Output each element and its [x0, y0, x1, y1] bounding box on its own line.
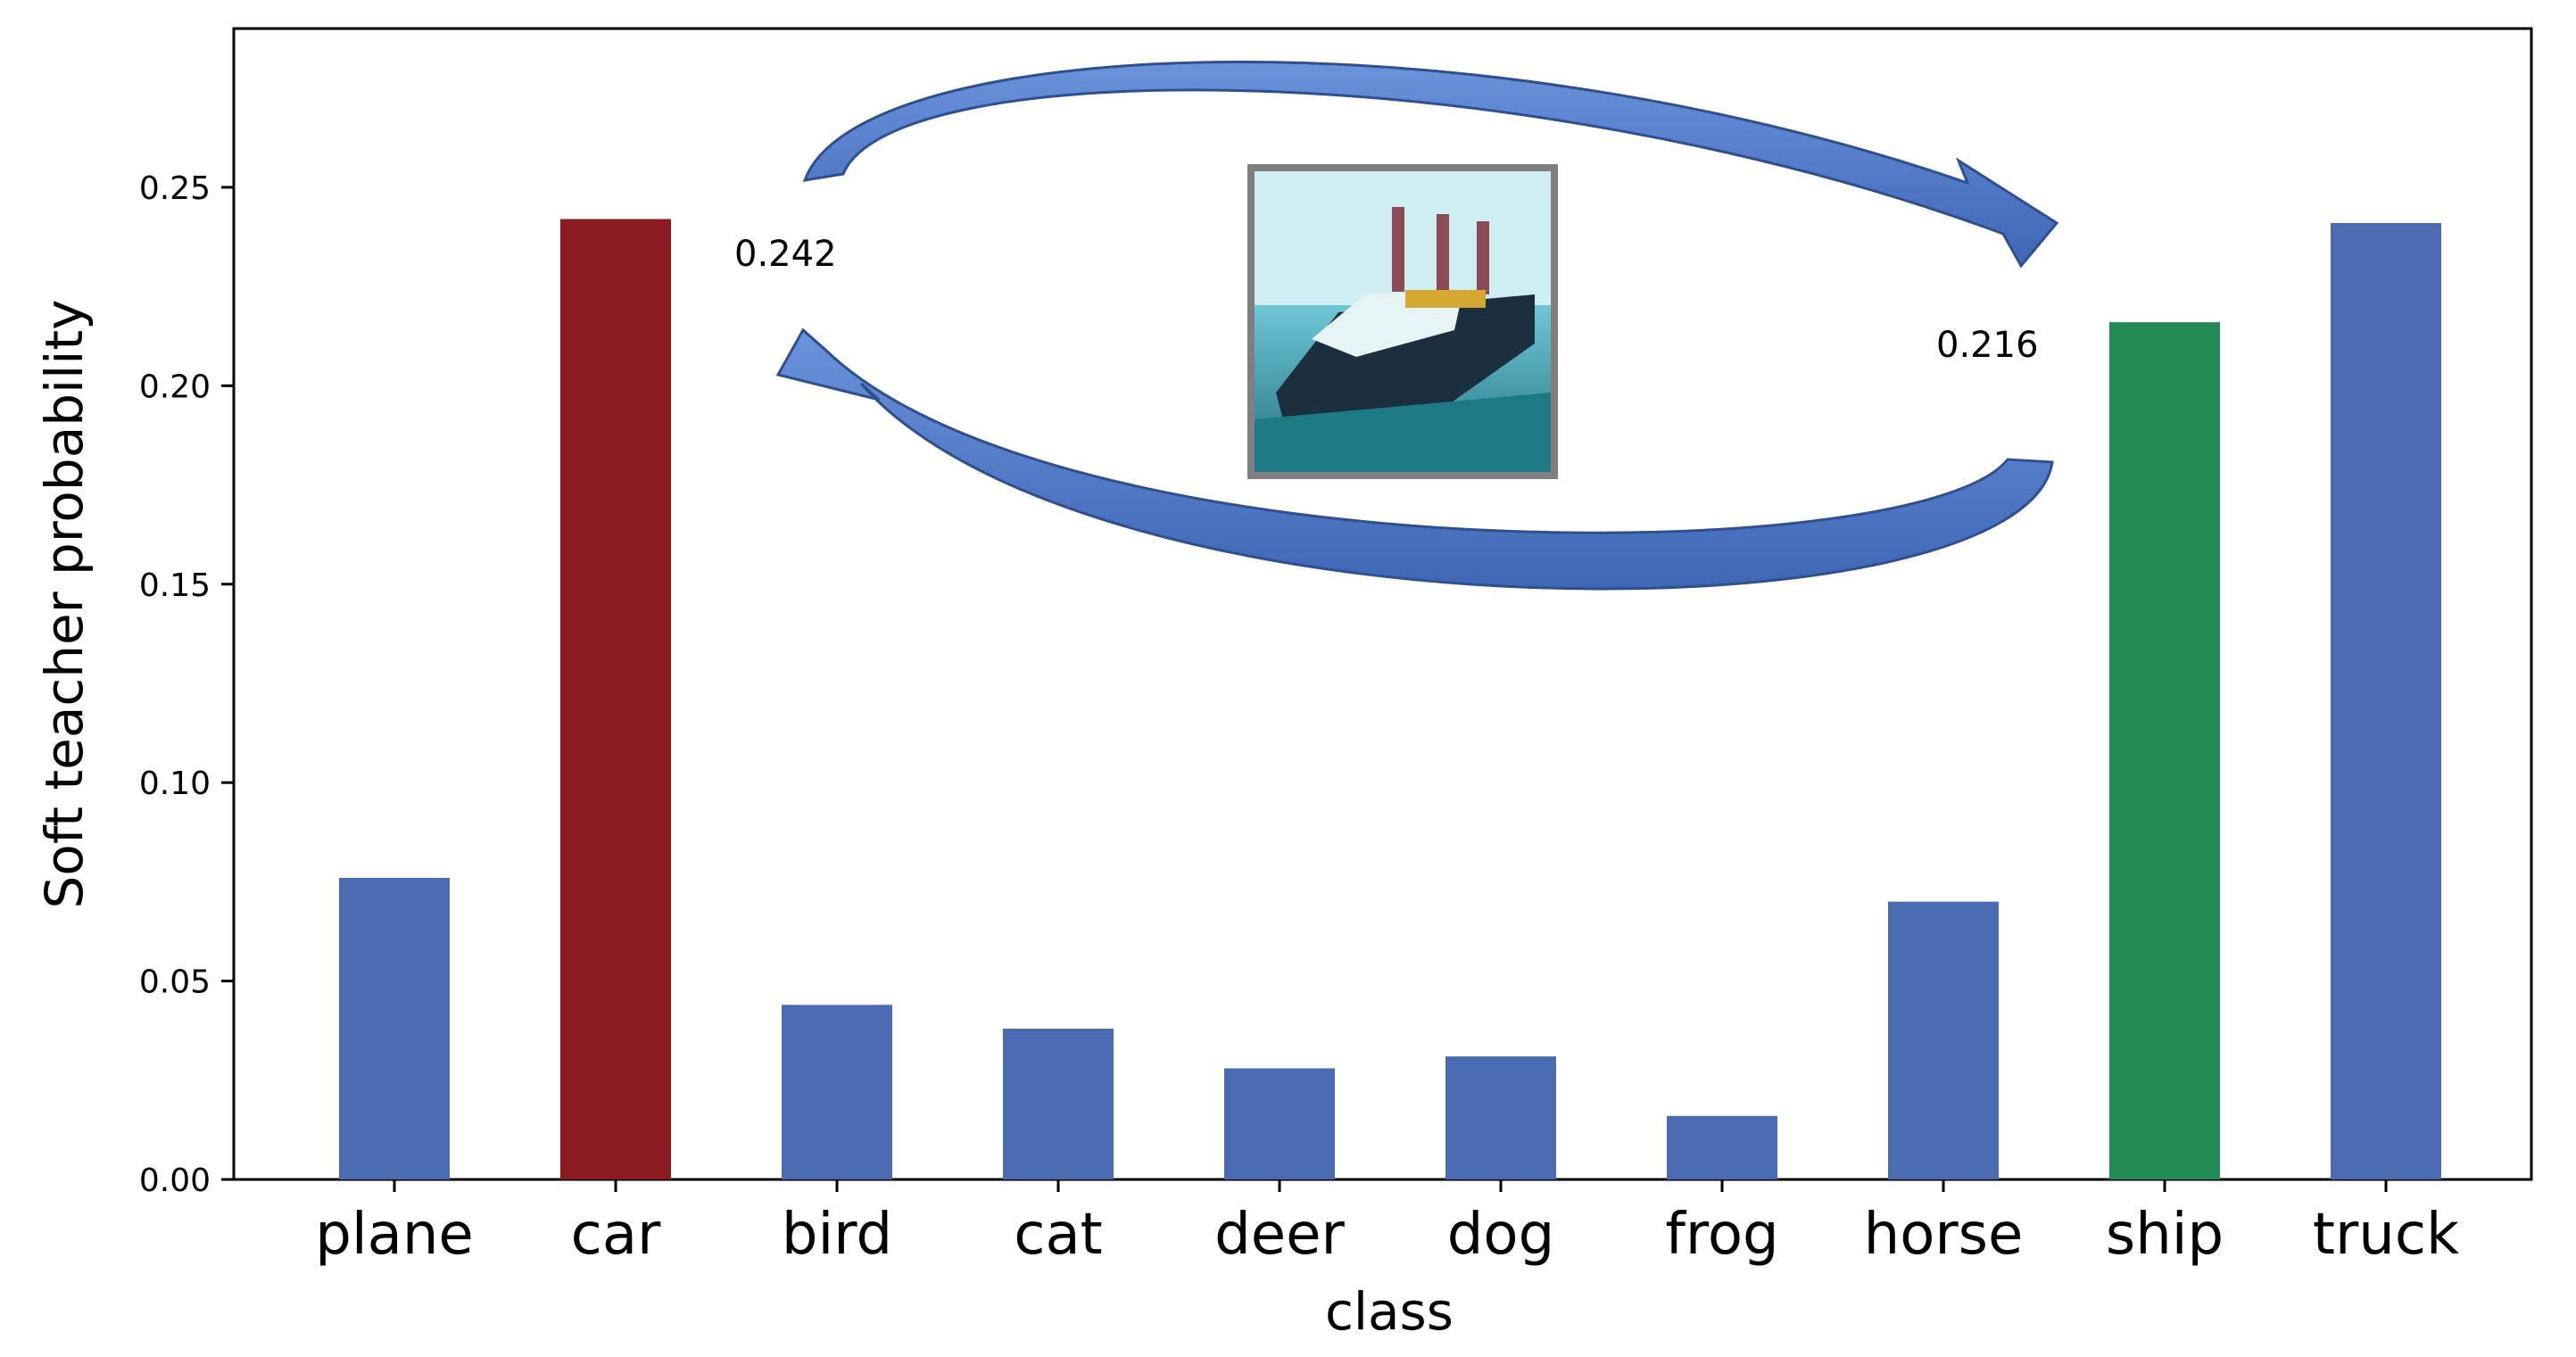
bottom-arrow-icon — [775, 327, 2054, 591]
x-tick-label-bird: bird — [782, 1202, 892, 1268]
y-axis-ticks: 0.00 0.05 0.10 0.15 0.20 0.25 — [139, 170, 234, 1199]
x-tick-label-cat: cat — [1014, 1202, 1103, 1268]
x-tick-label-dog: dog — [1447, 1202, 1554, 1268]
y-axis-title: Soft teacher probability — [34, 300, 95, 909]
annotation-car-value: 0.242 — [734, 234, 837, 275]
x-tick-label-truck: truck — [2313, 1202, 2459, 1268]
bar-plane — [339, 877, 450, 1179]
y-tick-label: 0.05 — [139, 964, 211, 1001]
y-tick-label: 0.10 — [139, 765, 211, 802]
x-tick-label-frog: frog — [1665, 1202, 1778, 1268]
bars — [339, 219, 2441, 1180]
bar-cat — [1003, 1028, 1114, 1179]
plot-frame — [232, 27, 2533, 1181]
x-tick-label-plane: plane — [315, 1202, 474, 1268]
x-axis-title: class — [1325, 1281, 1454, 1342]
bar-truck — [2331, 222, 2441, 1179]
y-tick-label: 0.00 — [139, 1163, 211, 1199]
x-tick-label-deer: deer — [1214, 1202, 1345, 1268]
x-tick-label-ship: ship — [2106, 1202, 2224, 1268]
x-tick-label-horse: horse — [1864, 1202, 2024, 1268]
annotation-ship-value: 0.216 — [1936, 325, 2039, 366]
y-tick-label: 0.20 — [139, 368, 211, 405]
bar-dog — [1445, 1056, 1556, 1179]
bar-deer — [1224, 1068, 1335, 1179]
bar-bird — [782, 1005, 892, 1179]
bar-horse — [1888, 901, 1999, 1179]
y-tick-label: 0.15 — [139, 567, 211, 604]
x-tick-label-car: car — [571, 1202, 661, 1268]
ship-photo-icon — [1247, 164, 1558, 479]
bar-car — [560, 219, 671, 1180]
top-arrow-icon — [802, 60, 2059, 269]
curved-swap-arrows-icon — [775, 60, 2059, 591]
bar-ship — [2109, 322, 2220, 1179]
bar-frog — [1667, 1115, 1777, 1179]
y-tick-label: 0.25 — [139, 170, 211, 207]
x-axis-tick-labels: plane car bird cat deer dog frog horse ship truck — [315, 1179, 2459, 1268]
